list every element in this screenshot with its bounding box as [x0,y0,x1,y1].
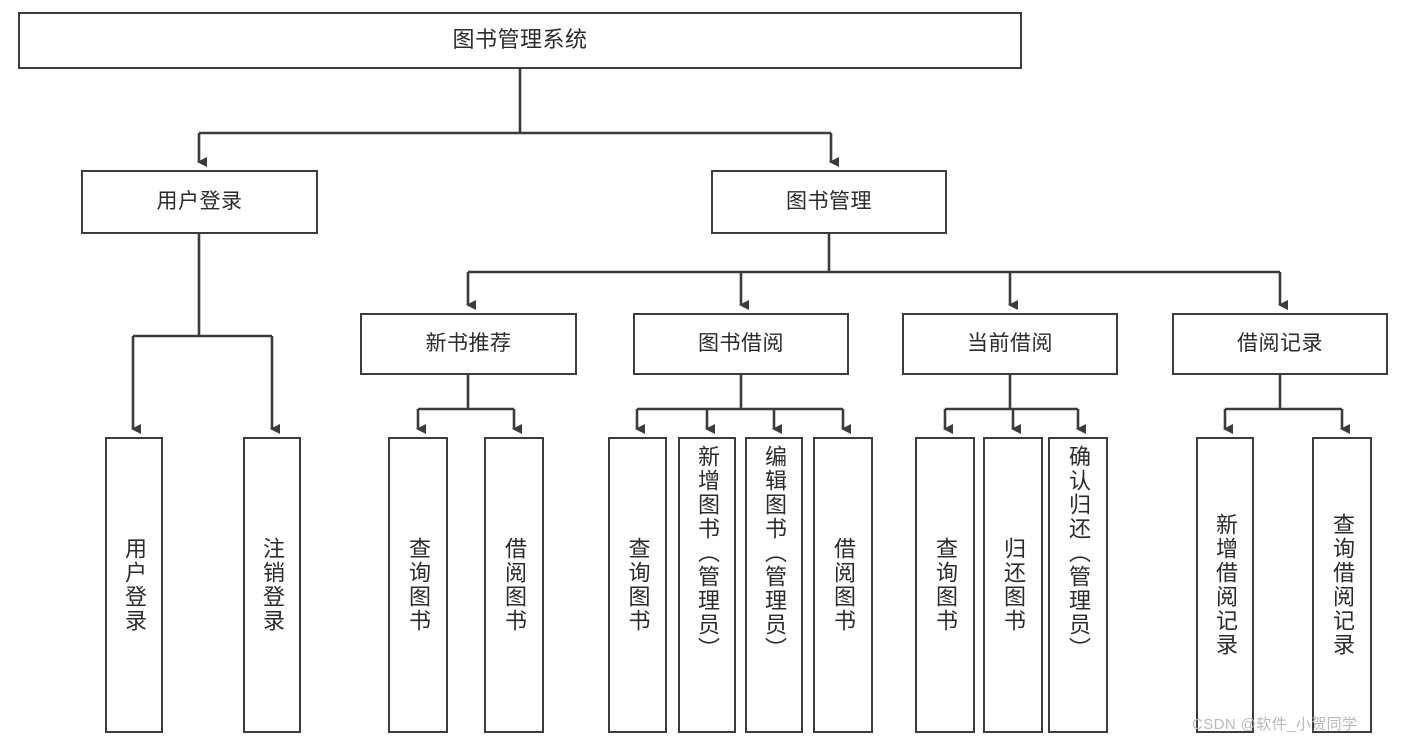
node-leaf-query-books-borrow[interactable]: 查询图书 [608,437,667,733]
node-label: 用户登录 [156,190,243,214]
node-root[interactable]: 图书管理系统 [18,12,1022,69]
node-label: 查询图书 [405,537,431,633]
node-leaf-query-borrow-record[interactable]: 查询借阅记录 [1312,437,1372,733]
node-leaf-add-book-admin[interactable]: 新增图书（管理员） [678,437,736,733]
node-label: 查询图书 [625,537,651,633]
node-leaf-add-borrow-record[interactable]: 新增借阅记录 [1196,437,1254,733]
node-label: 用户登录 [121,537,147,633]
node-leaf-borrow-books-borrow[interactable]: 借阅图书 [813,437,873,733]
watermark-text: CSDN @软件_小贺同学 [1192,716,1358,733]
node-label: 图书管理系统 [452,27,588,53]
node-level1-book-management[interactable]: 图书管理 [711,170,947,234]
node-label: 借阅图书 [830,537,856,633]
node-label: 查询借阅记录 [1329,513,1355,657]
node-leaf-confirm-return-admin[interactable]: 确认归还（管理员） [1048,437,1108,733]
node-level2-borrow-record[interactable]: 借阅记录 [1172,313,1388,375]
node-label: 借阅图书 [501,537,527,633]
node-leaf-borrow-books-recommend[interactable]: 借阅图书 [484,437,544,733]
node-label: 归还图书 [1000,537,1026,633]
node-label: 查询图书 [932,537,958,633]
node-leaf-logout-login[interactable]: 注销登录 [243,437,301,733]
node-level2-current-borrow[interactable]: 当前借阅 [902,313,1118,375]
node-label: 新增图书（管理员） [694,445,720,661]
node-label: 图书借阅 [698,332,784,356]
node-leaf-query-books-current[interactable]: 查询图书 [915,437,975,733]
node-level2-new-book-recommend[interactable]: 新书推荐 [360,313,577,375]
node-level1-user-login[interactable]: 用户登录 [81,170,318,234]
node-leaf-user-login[interactable]: 用户登录 [105,437,163,733]
node-label: 当前借阅 [967,332,1053,356]
node-level2-book-borrow[interactable]: 图书借阅 [633,313,849,375]
node-label: 借阅记录 [1237,332,1323,356]
node-leaf-return-books[interactable]: 归还图书 [983,437,1043,733]
node-leaf-query-books-recommend[interactable]: 查询图书 [388,437,448,733]
node-label: 新书推荐 [425,332,512,356]
node-label: 编辑图书（管理员） [761,445,787,661]
node-label: 确认归还（管理员） [1065,445,1091,661]
node-label: 注销登录 [259,537,285,633]
node-leaf-edit-book-admin[interactable]: 编辑图书（管理员） [745,437,803,733]
node-label: 图书管理 [786,190,872,214]
node-label: 新增借阅记录 [1212,513,1238,657]
